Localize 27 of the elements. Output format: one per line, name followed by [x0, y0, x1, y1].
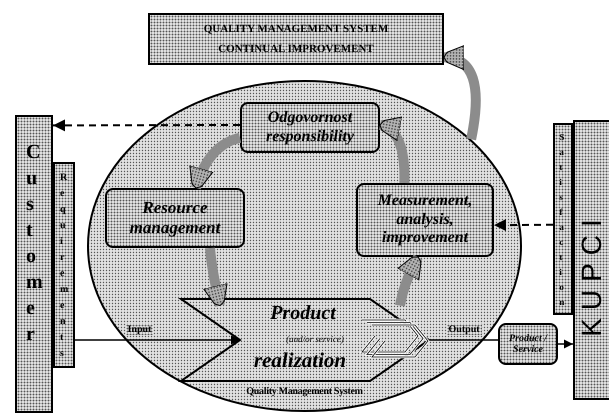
title-banner — [148, 13, 444, 65]
vertical-label: Requirements — [60, 171, 70, 361]
arrow — [558, 340, 573, 348]
edge-label: Output — [446, 324, 482, 335]
process-box — [240, 102, 380, 153]
process-label: Measurement, analysis, improvement — [376, 192, 474, 248]
process-label: Resource management — [128, 198, 222, 238]
process-label: Odgovornost responsibility — [264, 109, 355, 146]
process-label: Product / Service — [508, 332, 549, 356]
vertical-label: Satisfaction — [559, 131, 568, 309]
arrow — [75, 336, 240, 344]
banner-title: QUALITY MANAGEMENT SYSTEM CONTINUAL IMPROVEMENT — [202, 22, 390, 57]
vertical-label: KUPCI — [576, 211, 608, 337]
vertical-label: Customer — [26, 140, 46, 347]
system-caption: Quality Management System — [245, 386, 364, 397]
customers-column — [573, 120, 609, 400]
satisfaction-column — [553, 123, 573, 315]
process-sublabel: (and/or service) — [285, 334, 345, 344]
process-box — [356, 183, 494, 257]
process-box — [105, 188, 245, 248]
process-label: Product — [269, 302, 338, 325]
dashed-arrow — [53, 119, 240, 132]
customer-column — [15, 115, 53, 413]
dashed-arrow — [494, 219, 553, 232]
requirements-column — [53, 162, 75, 368]
product-box — [498, 323, 558, 365]
process-label: realization — [252, 348, 348, 373]
